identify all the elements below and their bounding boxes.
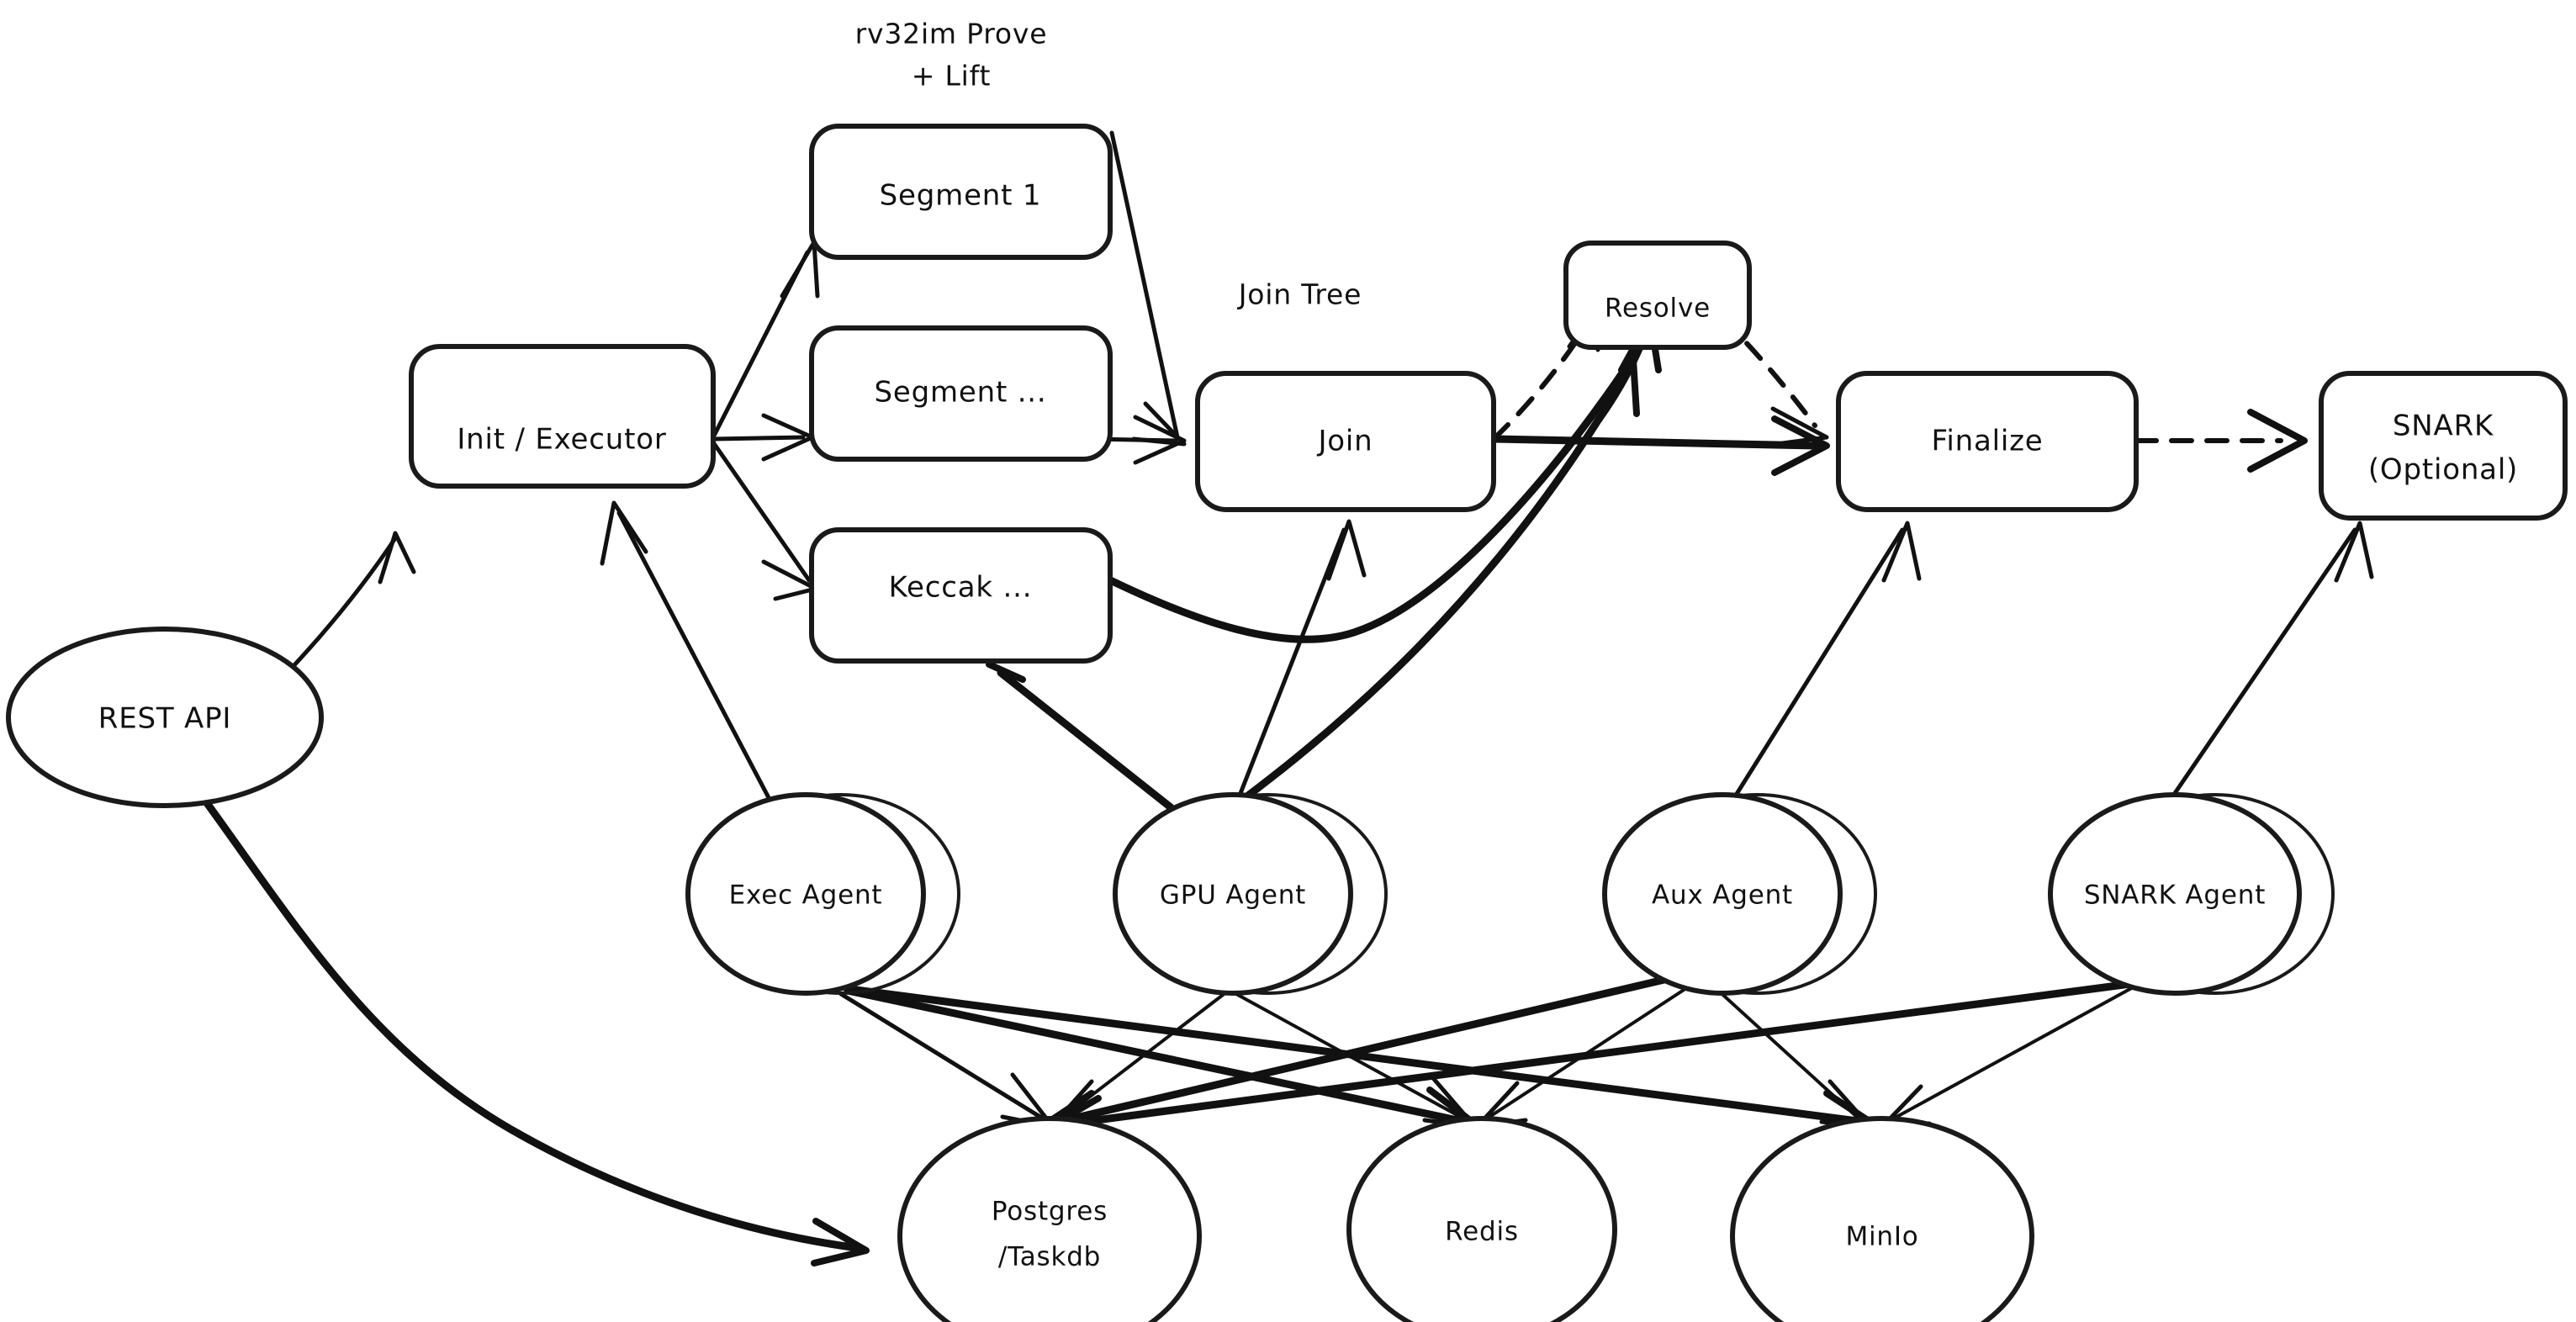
node-segment-n[interactable]: Segment ... [809, 325, 1113, 462]
edge-snark-agent-to-snark-optional [2167, 521, 2374, 803]
edge-rest-api-to-init-executor [275, 531, 416, 685]
rest-api-label: REST API [98, 702, 231, 736]
segment-1-label: Segment 1 [880, 179, 1042, 213]
snark-optional-label-line1: SNARK [2393, 410, 2494, 443]
init-executor-shape [409, 344, 716, 489]
edge-snark-agent-to-minio [1878, 984, 2138, 1131]
node-keccak-n[interactable]: Keccak ... [809, 527, 1113, 664]
segment-n-shape [809, 325, 1113, 462]
group-label-rv32im-prove-lift: rv32im Prove + Lift [855, 18, 1048, 93]
edge-init-executor-to-segment-n [711, 413, 815, 462]
group-label-rv32im-line1: rv32im Prove [855, 18, 1048, 50]
node-rest-api[interactable]: REST API [6, 627, 324, 808]
node-snark-optional[interactable]: SNARK (Optional) [2319, 371, 2568, 521]
redis-shape [1346, 1116, 1617, 1322]
exec-agent-label: Exec Agent [729, 880, 883, 911]
snark-agent-shape [2048, 792, 2302, 996]
node-snark-agent[interactable]: SNARK Agent [2048, 792, 2335, 996]
join-label: Join [1316, 425, 1373, 458]
node-redis[interactable]: Redis [1346, 1116, 1617, 1322]
init-executor-label: Init / Executor [457, 423, 666, 457]
postgres-taskdb-label-line1: Postgres [992, 1197, 1108, 1227]
edge-segment-1-to-join [1109, 130, 1187, 447]
node-resolve[interactable]: Resolve [1563, 241, 1752, 350]
aux-agent-label: Aux Agent [1652, 880, 1793, 911]
finalize-label: Finalize [1932, 425, 2044, 458]
gpu-agent-label: GPU Agent [1160, 880, 1306, 911]
edge-rest-api-to-postgres [161, 743, 870, 1266]
edge-init-executor-to-keccak [711, 440, 818, 601]
node-minio[interactable]: MinIo [1730, 1116, 2034, 1322]
node-init-executor[interactable]: Init / Executor [409, 344, 716, 489]
segment-n-label: Segment ... [874, 376, 1046, 410]
node-join[interactable]: Join [1195, 371, 1496, 512]
group-label-rv32im-line2: + Lift [912, 60, 991, 93]
join-shape [1195, 371, 1496, 512]
node-aux-agent[interactable]: Aux Agent [1602, 792, 1877, 996]
node-finalize[interactable]: Finalize [1836, 371, 2139, 512]
edge-join-to-finalize [1491, 415, 1830, 476]
snark-optional-label-line2: (Optional) [2368, 453, 2518, 487]
node-gpu-agent[interactable]: GPU Agent [1113, 792, 1388, 996]
edge-finalize-to-snark [2134, 409, 2308, 473]
edge-aux-agent-to-finalize [1730, 521, 1922, 803]
postgres-taskdb-shape [897, 1116, 1202, 1322]
edge-init-executor-to-segment-1 [711, 240, 820, 440]
gpu-agent-shape [1113, 792, 1353, 996]
edge-gpu-agent-to-join [1234, 519, 1367, 806]
keccak-n-shape [809, 527, 1113, 664]
rest-api-shape [6, 627, 324, 808]
minio-shape [1730, 1116, 2034, 1322]
edge-gpu-agent-to-keccak [986, 636, 1175, 812]
postgres-taskdb-label-line2: /Taskdb [998, 1242, 1101, 1272]
group-label-join-tree: Join Tree [1237, 278, 1362, 311]
minio-label: MinIo [1845, 1222, 1918, 1252]
segment-1-shape [809, 124, 1113, 260]
group-label-join-tree-text: Join Tree [1237, 278, 1362, 311]
snark-agent-label: SNARK Agent [2084, 880, 2266, 911]
resolve-label: Resolve [1605, 293, 1711, 324]
snark-optional-shape [2319, 371, 2568, 521]
redis-label: Redis [1445, 1217, 1519, 1247]
edge-exec-agent-to-init-executor [600, 500, 776, 810]
aux-agent-shape [1602, 792, 1843, 996]
node-postgres-taskdb[interactable]: Postgres /Taskdb [897, 1116, 1202, 1322]
edge-gpu-agent-to-redis [1235, 992, 1478, 1129]
exec-agent-shape [685, 792, 926, 996]
node-segment-1[interactable]: Segment 1 [809, 124, 1113, 260]
resolve-shape [1563, 241, 1752, 350]
finalize-shape [1836, 371, 2139, 512]
keccak-n-label: Keccak ... [889, 571, 1033, 605]
node-exec-agent[interactable]: Exec Agent [685, 792, 960, 996]
